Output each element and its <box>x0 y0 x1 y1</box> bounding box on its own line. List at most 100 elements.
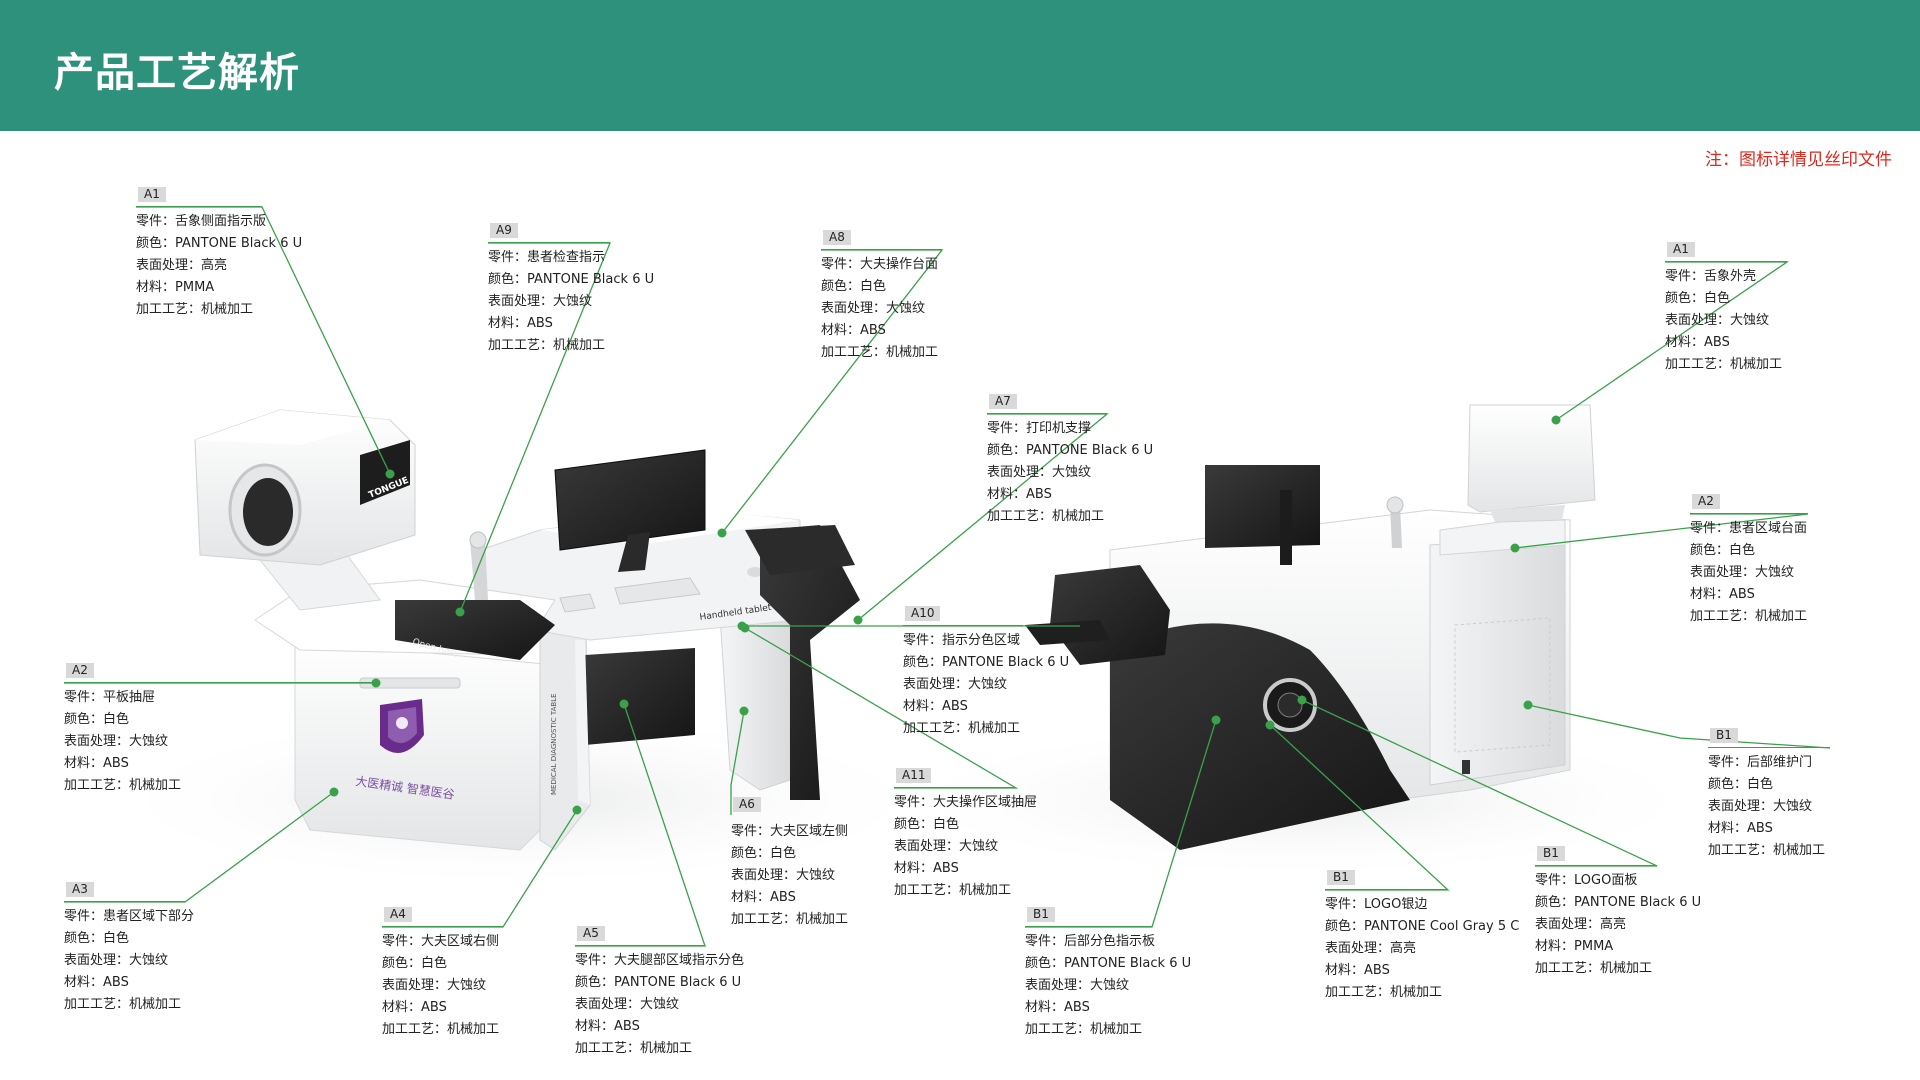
spec-part: 后部分色指示板 <box>1064 934 1156 949</box>
spec-surface: 大蚀纹 <box>959 839 999 854</box>
doctor-left-leg <box>719 614 791 791</box>
spec-surface: 大蚀纹 <box>796 868 836 883</box>
spec-material: ABS <box>421 1000 447 1015</box>
spec-tag: A1 <box>138 187 166 202</box>
spec-material: ABS <box>933 861 959 876</box>
spec-surface: 大蚀纹 <box>968 677 1008 692</box>
leader-a1-left <box>136 206 391 475</box>
rear-maintenance-door <box>1429 534 1566 786</box>
spec-tag: A4 <box>384 907 412 922</box>
spec-tag: B1 <box>1710 728 1738 743</box>
spec-material: PMMA <box>1574 939 1614 954</box>
spec-a4: A4 零件：大夫区域右侧 颜色：白色 表面处理：大蚀纹 材料：ABS 加工工艺：… <box>382 904 503 1041</box>
spec-color: PANTONE Black 6 U <box>614 975 742 990</box>
spec-material: ABS <box>1747 821 1773 836</box>
rear-color-panel <box>1110 623 1410 850</box>
spec-part: 大夫区域右侧 <box>421 934 500 949</box>
spec-part: 大夫操作区域抽屉 <box>933 795 1038 810</box>
spec-process: 机械加工 <box>796 912 849 927</box>
spec-surface: 高亮 <box>1600 917 1627 932</box>
spec-surface: 大蚀纹 <box>640 997 680 1012</box>
spec-material: ABS <box>1729 587 1755 602</box>
leader-a11 <box>744 627 1019 789</box>
spec-a8: A8 零件：大夫操作台面 颜色：白色 表面处理：大蚀纹 材料：ABS 加工工艺：… <box>821 227 942 364</box>
spec-tag: A10 <box>905 606 941 621</box>
spec-a7: A7 零件：打印机支撑 颜色：PANTONE Black 6 U 表面处理：大蚀… <box>987 394 1154 524</box>
spec-color: 白色 <box>1747 777 1774 792</box>
spec-process: 机械加工 <box>129 778 182 793</box>
spec-tag: A11 <box>896 768 932 783</box>
spec-b1-logo-panel: B1 零件：LOGO面板 颜色：PANTONE Black 6 U 表面处理：高… <box>1535 846 1702 976</box>
leader-a5 <box>575 703 706 947</box>
side-vertical-label: MEDICAL DIAGNOSTIC TABLE <box>550 693 558 795</box>
spec-tag: A9 <box>490 223 518 238</box>
spec-b1-logo-ring: B1 零件：LOGO银边 颜色：PANTONE Cool Gray 5 C 表面… <box>1325 870 1520 1000</box>
spec-material: PMMA <box>175 280 215 295</box>
leader-b1-rear-panel <box>1025 719 1217 928</box>
spec-process: 机械加工 <box>201 302 254 317</box>
spec-part: 打印机支撑 <box>1026 421 1092 436</box>
rear-tongue-shell <box>1467 404 1596 513</box>
spec-color: PANTONE Black 6 U <box>527 272 655 287</box>
spec-process: 机械加工 <box>1600 961 1653 976</box>
spec-color: 白色 <box>103 712 130 727</box>
spec-material: ABS <box>1026 487 1052 502</box>
spec-a9: A9 零件：患者检查指示 颜色：PANTONE Black 6 U 表面处理：大… <box>488 223 655 353</box>
leader-b1-logo-ring <box>1269 724 1450 891</box>
spec-a10: A10 零件：指示分色区域 颜色：PANTONE Black 6 U 表面处理：… <box>903 606 1070 736</box>
spec-color: 白色 <box>421 956 448 971</box>
spec-a6: A6 零件：大夫区域左侧 颜色：白色 表面处理：大蚀纹 材料：ABS 加工工艺：… <box>731 797 849 927</box>
spec-part: 大夫区域左侧 <box>770 824 849 839</box>
spec-part: LOGO银边 <box>1364 897 1428 912</box>
spec-material: ABS <box>103 756 129 771</box>
spec-process: 机械加工 <box>1773 843 1826 858</box>
spec-part: 后部维护门 <box>1747 755 1813 770</box>
spec-material: ABS <box>1064 1000 1090 1015</box>
spec-part: 指示分色区域 <box>942 633 1021 648</box>
spec-part: 舌象外壳 <box>1704 269 1757 284</box>
spec-material: ABS <box>614 1019 640 1034</box>
spec-surface: 大蚀纹 <box>129 953 169 968</box>
spec-color: PANTONE Black 6 U <box>1574 895 1702 910</box>
spec-tag: A7 <box>989 394 1017 409</box>
printer-support <box>760 525 860 800</box>
spec-material: ABS <box>1364 963 1390 978</box>
spec-surface: 大蚀纹 <box>1730 313 1770 328</box>
spec-tag: A2 <box>1692 494 1720 509</box>
spec-color: 白色 <box>860 279 887 294</box>
right-monitor <box>1205 465 1320 548</box>
spec-material: ABS <box>103 975 129 990</box>
spec-color: PANTONE Black 6 U <box>175 236 303 251</box>
spec-material: ABS <box>770 890 796 905</box>
spec-a1-right: A1 零件：舌象外壳 颜色：白色 表面处理：大蚀纹 材料：ABS 加工工艺：机械… <box>1665 239 1787 376</box>
spec-process: 机械加工 <box>553 338 606 353</box>
spec-process: 机械加工 <box>1390 985 1443 1000</box>
spec-color: PANTONE Black 6 U <box>942 655 1070 670</box>
spec-process: 机械加工 <box>968 721 1021 736</box>
spec-process: 机械加工 <box>886 345 939 360</box>
page-title: 产品工艺解析 <box>54 50 300 96</box>
left-monitor <box>554 449 706 551</box>
spec-surface: 大蚀纹 <box>1090 978 1130 993</box>
leader-b1-logo-panel <box>1301 699 1658 867</box>
spec-surface: 高亮 <box>1390 941 1417 956</box>
spec-surface: 大蚀纹 <box>129 734 169 749</box>
spec-surface: 大蚀纹 <box>1052 465 1092 480</box>
spec-part: 患者区域下部分 <box>103 909 195 924</box>
spec-tag: A3 <box>66 882 94 897</box>
spec-color: PANTONE Black 6 U <box>1064 956 1192 971</box>
spec-tag: A2 <box>66 663 94 678</box>
spec-material: ABS <box>942 699 968 714</box>
header-bar: 产品工艺解析 <box>0 0 1920 131</box>
spec-b1-rear-panel: B1 零件：后部分色指示板 颜色：PANTONE Black 6 U 表面处理：… <box>1025 907 1192 1037</box>
leader-a9 <box>459 242 611 613</box>
open-here-panel <box>395 600 555 660</box>
leader-b1-door <box>1527 704 1831 749</box>
spec-tag: A8 <box>823 230 851 245</box>
spec-tag: A1 <box>1667 242 1695 257</box>
spec-a2-left: A2 零件：平板抽屉 颜色：白色 表面处理：大蚀纹 材料：ABS 加工工艺：机械… <box>64 660 376 797</box>
spec-a11: A11 零件：大夫操作区域抽屉 颜色：白色 表面处理：大蚀纹 材料：ABS 加工… <box>894 768 1038 898</box>
spec-material: ABS <box>1704 335 1730 350</box>
leg-area-panel <box>585 648 695 745</box>
spec-color: PANTONE Black 6 U <box>1026 443 1154 458</box>
